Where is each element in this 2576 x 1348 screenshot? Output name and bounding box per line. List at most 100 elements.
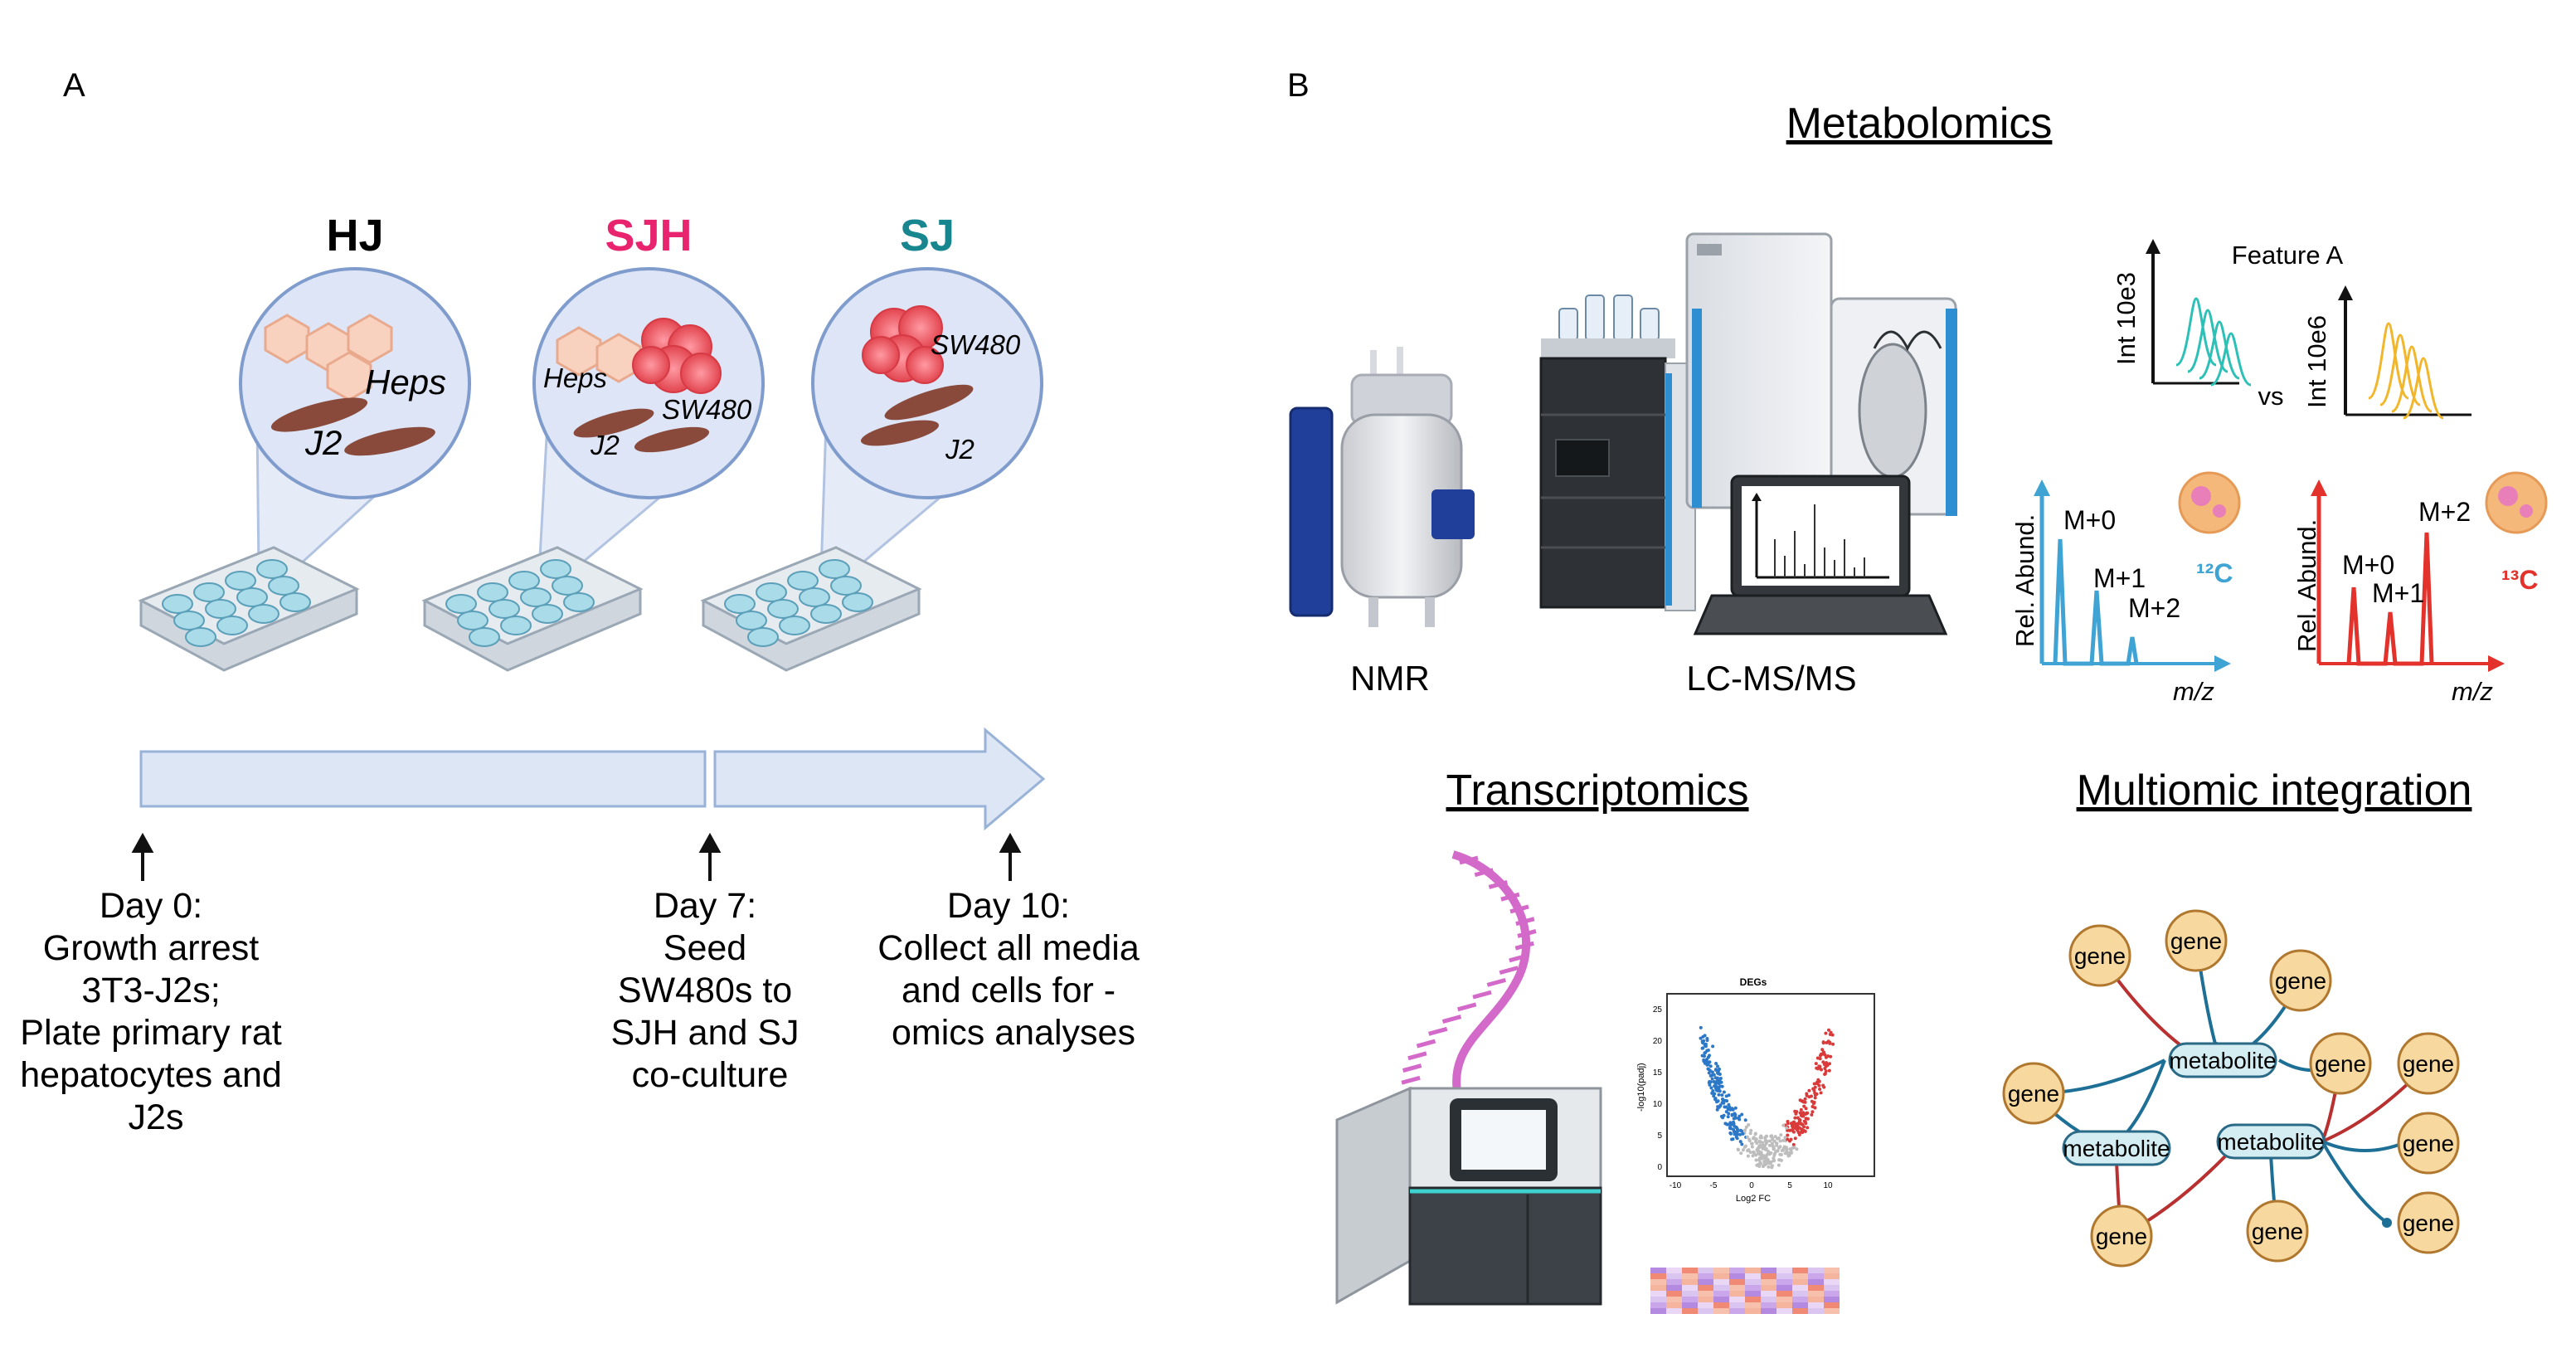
metabolite-node: metabolite xyxy=(2062,1130,2171,1166)
volcano-point xyxy=(1712,1094,1716,1098)
volcano-point xyxy=(1778,1139,1782,1143)
volcano-point xyxy=(1768,1139,1772,1143)
volcano-xtick: 5 xyxy=(1787,1181,1792,1190)
peak-trace xyxy=(2403,357,2444,420)
volcano-point xyxy=(1703,1061,1707,1065)
volcano-point xyxy=(1722,1090,1726,1094)
mz-13c: m/z xyxy=(2452,677,2493,706)
volcano-point xyxy=(1815,1092,1819,1096)
heatmap-cell xyxy=(1729,1308,1745,1314)
well xyxy=(162,594,193,614)
timeline-arrow xyxy=(139,727,1046,831)
heatmap-cell xyxy=(1650,1308,1666,1314)
volcano-point xyxy=(1818,1057,1822,1061)
gene-node: gene xyxy=(2309,1032,2372,1095)
volcano-point xyxy=(1724,1122,1728,1127)
panel-b-label: B xyxy=(1287,67,1310,104)
volcano-point xyxy=(1795,1147,1799,1151)
volcano-point xyxy=(1804,1122,1808,1126)
volcano-point xyxy=(1716,1105,1720,1109)
volcano-ytick: 15 xyxy=(1653,1068,1663,1078)
lc-system xyxy=(1539,294,1696,611)
heatmap-cell xyxy=(1698,1297,1713,1302)
volcano-point xyxy=(1810,1110,1815,1114)
volcano-point xyxy=(1707,1081,1711,1085)
heatmap-cell xyxy=(1666,1279,1682,1285)
heatmap-cell xyxy=(1729,1279,1745,1285)
well xyxy=(248,604,279,624)
volcano-point xyxy=(1827,1028,1830,1032)
heatmap-cell xyxy=(1761,1279,1776,1285)
heatmap-cell xyxy=(1761,1268,1776,1273)
heatmap-cell xyxy=(1729,1291,1745,1297)
volcano-point xyxy=(1734,1130,1738,1134)
volcano-point xyxy=(1770,1134,1774,1138)
day0-caption: Day 0: Growth arrest 3T3-J2s; Plate prim… xyxy=(20,886,292,1137)
svg-text:gene: gene xyxy=(2170,928,2222,954)
heatmap-cell xyxy=(1713,1285,1729,1291)
svg-text:metabolite: metabolite xyxy=(2217,1129,2324,1155)
vs-label: vs xyxy=(2258,382,2284,411)
volcano-point xyxy=(1796,1127,1799,1131)
volcano-point xyxy=(1803,1097,1807,1101)
label-m2-12c: M+2 xyxy=(2128,593,2180,623)
volcano-point xyxy=(1772,1159,1776,1163)
volcano-point xyxy=(1733,1112,1738,1117)
volcano-point xyxy=(1813,1106,1817,1110)
feature-plot-high: Int 10e6 xyxy=(2302,285,2472,420)
volcano-point xyxy=(1779,1133,1783,1137)
volcano-xtick: -5 xyxy=(1710,1181,1718,1190)
gene-node: gene xyxy=(2397,1112,2460,1175)
volcano-point xyxy=(1718,1078,1722,1083)
volcano-point xyxy=(1802,1125,1806,1129)
volcano-point xyxy=(1705,1058,1708,1062)
well-plate-hj xyxy=(138,546,360,672)
label-m0-12c: M+0 xyxy=(2063,505,2116,535)
volcano-point xyxy=(1793,1136,1797,1141)
volcano-point xyxy=(1752,1150,1756,1154)
mass-spectrometer xyxy=(1685,232,1957,516)
volcano-point xyxy=(1821,1050,1825,1054)
volcano-point xyxy=(1769,1151,1773,1155)
heatmap-cell xyxy=(1745,1268,1761,1273)
metabolite-node: metabolite xyxy=(2216,1123,2326,1160)
volcano-point xyxy=(1831,1042,1835,1046)
volcano-point xyxy=(1781,1138,1785,1142)
volcano-point xyxy=(1764,1146,1768,1151)
heatmap-cell xyxy=(1698,1302,1713,1308)
label-heps-sjh: Heps xyxy=(543,363,607,393)
heatmap-cell xyxy=(1776,1297,1792,1302)
volcano-point xyxy=(1720,1093,1724,1097)
volcano-point xyxy=(1783,1136,1787,1140)
volcano-point xyxy=(1764,1155,1768,1158)
heatmap-cell xyxy=(1713,1279,1729,1285)
volcano-point xyxy=(1823,1067,1827,1070)
volcano-point xyxy=(1718,1073,1722,1076)
heatmap-cell xyxy=(1776,1308,1792,1314)
volcano-point xyxy=(1801,1113,1805,1117)
volcano-point xyxy=(1751,1154,1755,1158)
svg-text:gene: gene xyxy=(2252,1219,2303,1244)
volcano-point xyxy=(1715,1100,1718,1104)
well xyxy=(205,599,236,619)
volcano-point xyxy=(1713,1083,1718,1087)
volcano-point xyxy=(1727,1102,1731,1107)
volcano-point xyxy=(1786,1120,1790,1123)
volcano-xtick: -10 xyxy=(1670,1181,1682,1190)
heatmap-cell xyxy=(1650,1268,1666,1273)
heatmap xyxy=(1650,1268,1840,1314)
volcano-point xyxy=(1705,1039,1709,1043)
volcano-point xyxy=(1796,1122,1801,1126)
volcano-point xyxy=(1816,1078,1820,1082)
heatmap-cell xyxy=(1713,1291,1729,1297)
volcano-point xyxy=(1740,1142,1744,1146)
heatmap-cell xyxy=(1792,1279,1808,1285)
volcano-xlabel: Log2 FC xyxy=(1736,1194,1771,1204)
heatmap-cell xyxy=(1682,1279,1698,1285)
volcano-point xyxy=(1810,1094,1813,1098)
volcano-point xyxy=(1748,1151,1752,1155)
volcano-point xyxy=(1733,1106,1738,1110)
heatmap-cell xyxy=(1824,1302,1840,1308)
